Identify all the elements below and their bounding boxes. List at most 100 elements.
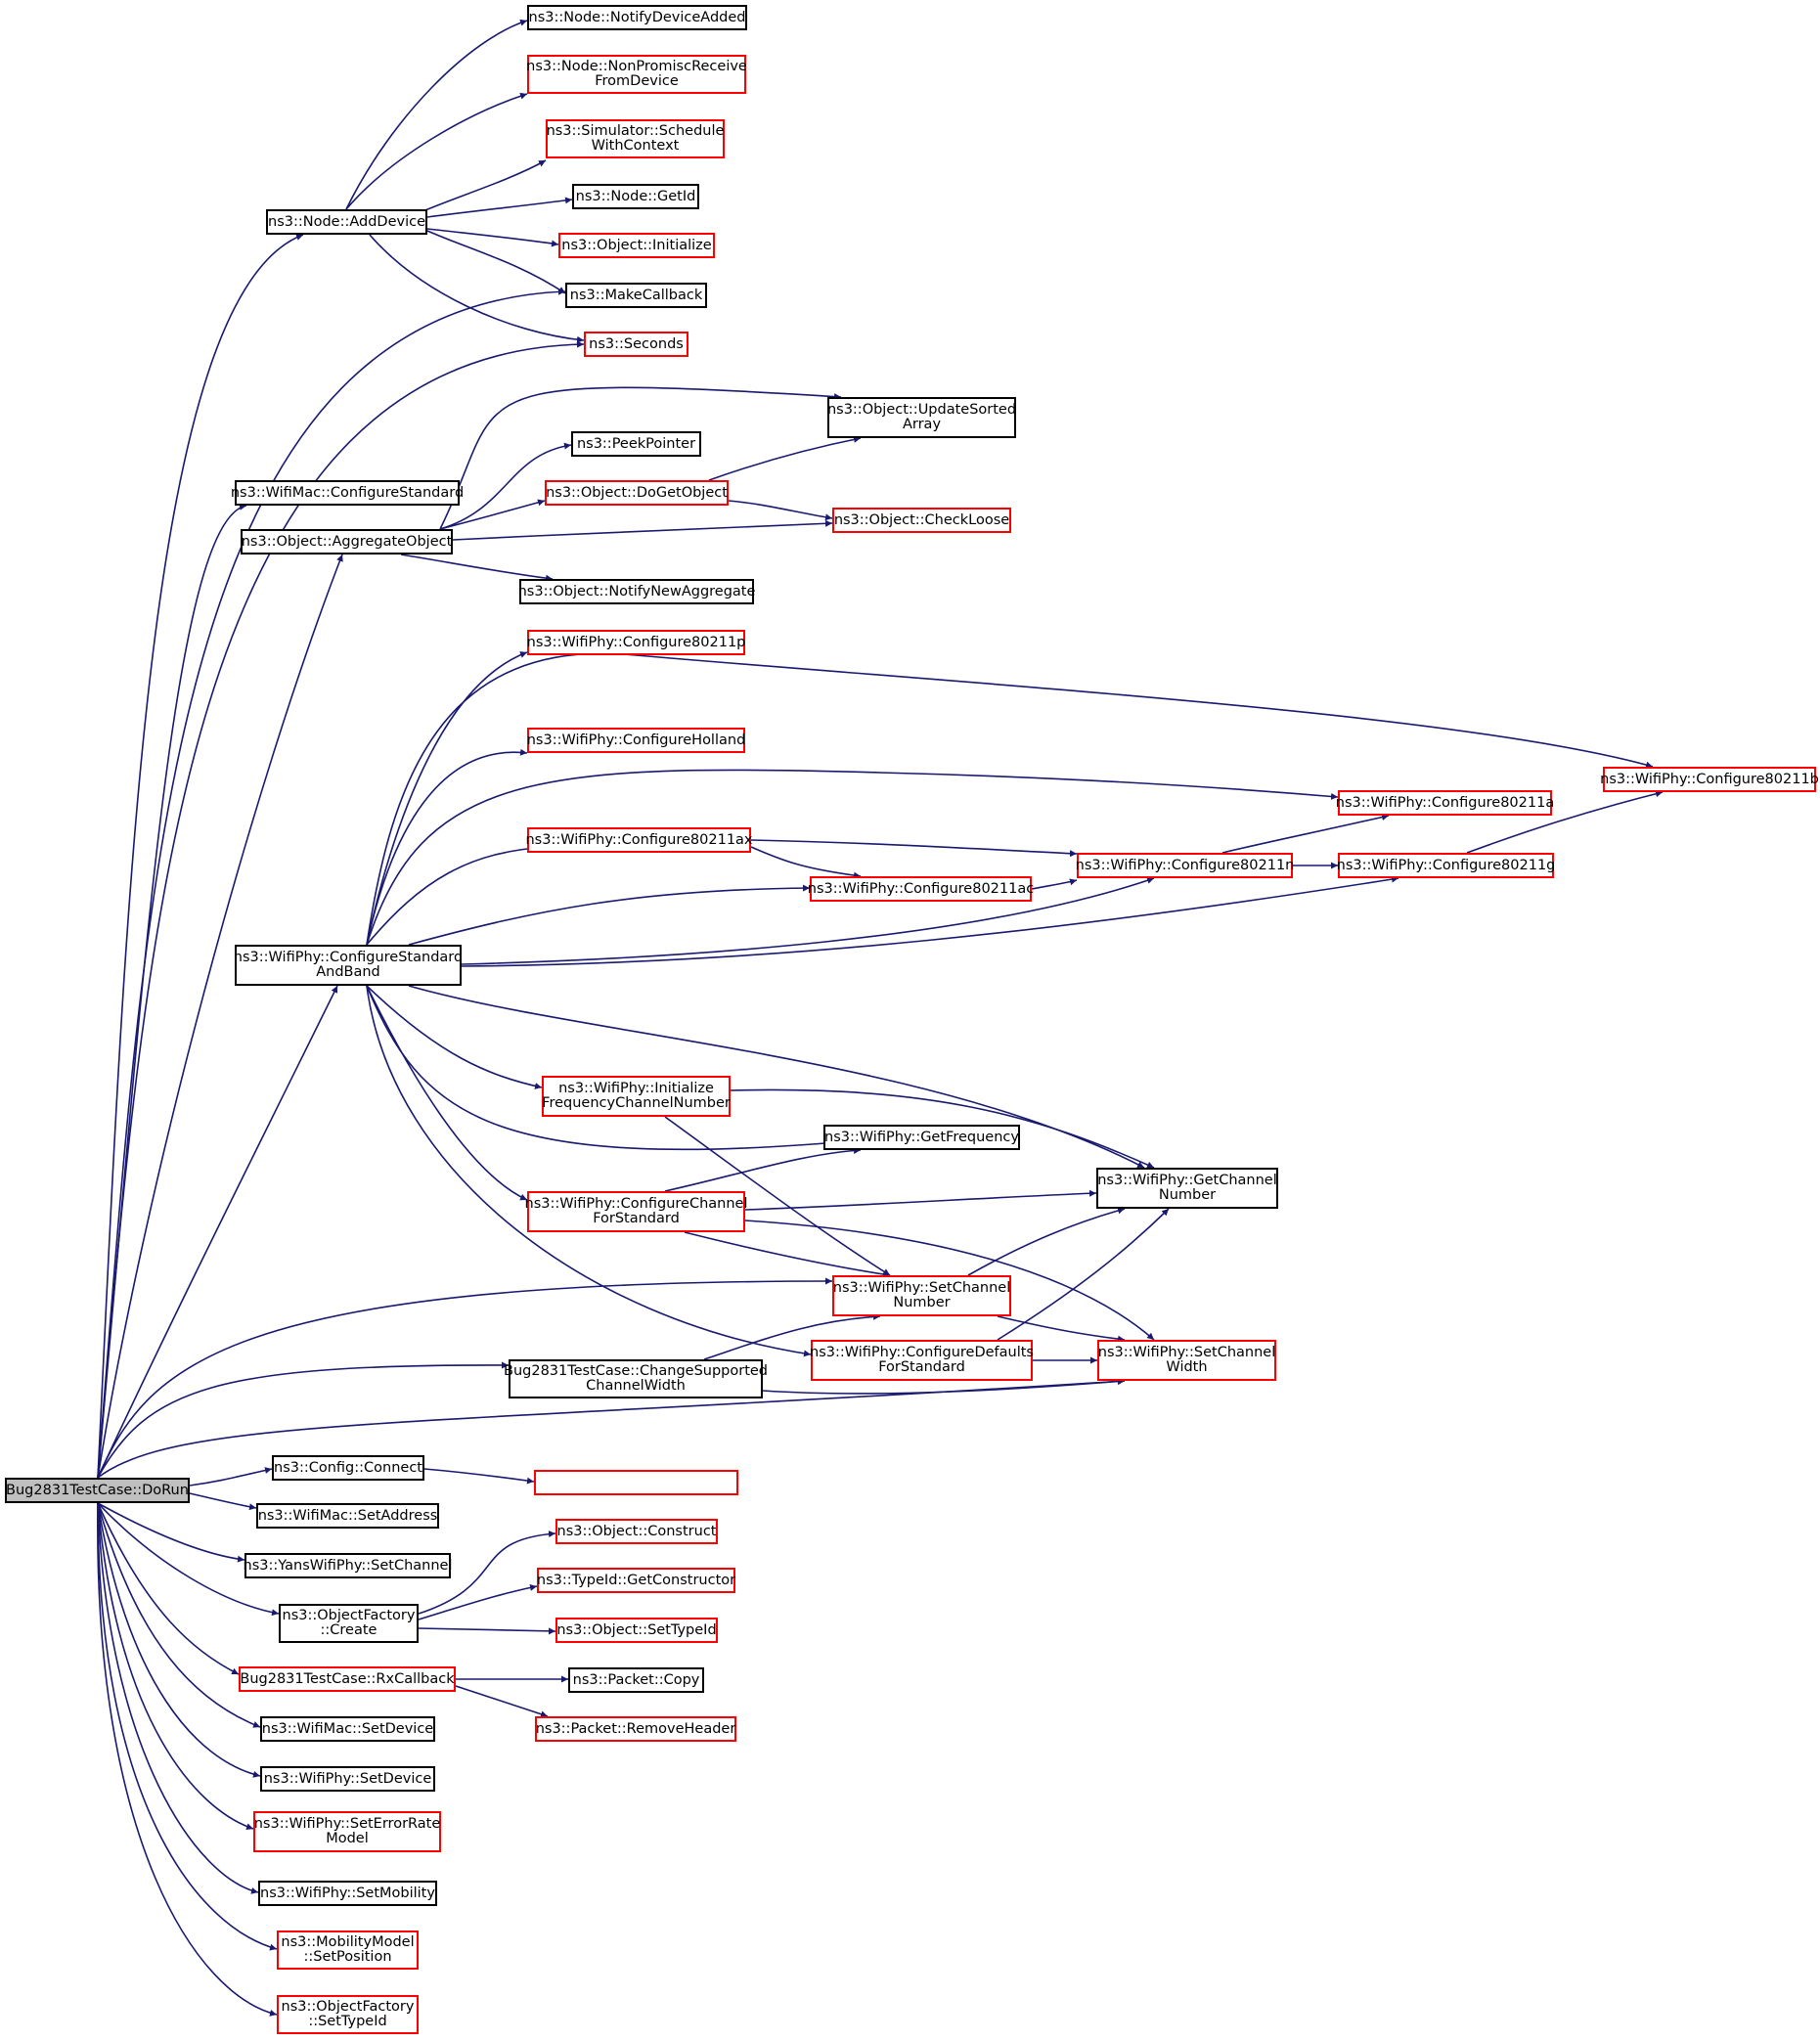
node-wifimac-set-address[interactable]: ns3::WifiMac::SetAddress: [256, 1503, 439, 1529]
call-edge: [97, 234, 304, 1479]
node-wifiphy-set-device[interactable]: ns3::WifiPhy::SetDevice: [260, 1766, 435, 1792]
call-edge: [366, 843, 552, 946]
call-edge: [366, 985, 528, 1201]
node-object-notify-new-aggregate[interactable]: ns3::Object::NotifyNewAggregate: [518, 579, 755, 604]
call-edge: [97, 1377, 1126, 1479]
node-wifimac-set-device[interactable]: ns3::WifiMac::SetDevice: [260, 1716, 435, 1742]
node-wifiphy-get-frequency[interactable]: ns3::WifiPhy::GetFrequency: [823, 1125, 1020, 1150]
node-object-do-get-object[interactable]: ns3::Object::DoGetObject: [545, 480, 729, 506]
node-wifiphy-configure-holland[interactable]: ns3::WifiPhy::ConfigureHolland: [527, 728, 745, 753]
call-edge: [423, 1468, 535, 1485]
call-edge: [97, 985, 338, 1479]
node-bug2831-rx-callback[interactable]: Bug2831TestCase::RxCallback: [239, 1666, 456, 1692]
node-yans-wifiphy-set-channel[interactable]: ns3::YansWifiPhy::SetChannel: [244, 1553, 453, 1578]
call-edge: [97, 1502, 261, 1728]
node-wifimac-configure-standard[interactable]: ns3::WifiMac::ConfigureStandard: [231, 480, 464, 506]
node-packet-copy[interactable]: ns3::Packet::Copy: [568, 1667, 704, 1693]
call-edge: [400, 554, 554, 582]
call-edge: [744, 1220, 1155, 1341]
call-edge: [762, 1378, 1126, 1395]
call-edge: [426, 228, 559, 247]
call-edge: [684, 1231, 891, 1278]
call-edge: [418, 1531, 556, 1615]
call-edge: [728, 500, 833, 521]
call-edge: [997, 1208, 1170, 1341]
call-edge: [461, 875, 1399, 967]
call-edge: [97, 1277, 833, 1479]
call-edge: [366, 985, 543, 1089]
node-bug2831-dorun[interactable]: Bug2831TestCase::DoRun: [5, 1478, 190, 1503]
call-edge: [439, 386, 842, 530]
node-object-factory-create[interactable]: ns3::ObjectFactory::Create: [279, 1604, 419, 1643]
node-wifiphy-configure-80211ac[interactable]: ns3::WifiPhy::Configure80211ac: [808, 876, 1034, 902]
call-edge: [366, 769, 1339, 946]
call-edge: [426, 197, 573, 218]
call-edge: [418, 1583, 538, 1620]
call-edge: [452, 519, 833, 541]
node-wifiphy-configure-80211a[interactable]: ns3::WifiPhy::Configure80211a: [1336, 790, 1554, 816]
call-edge: [420, 159, 547, 213]
call-edge: [708, 435, 862, 481]
call-edge: [664, 1146, 862, 1192]
call-edge: [744, 1189, 1097, 1211]
node-typeid-get-constructor[interactable]: ns3::TypeId::GetConstructor: [537, 1568, 735, 1593]
call-edge: [97, 1502, 280, 1617]
node-object-construct[interactable]: ns3::Object::Construct: [555, 1519, 718, 1544]
node-node-add-device[interactable]: ns3::Node::AddDevice: [266, 209, 427, 235]
node-node-get-id[interactable]: ns3::Node::GetId: [572, 184, 699, 209]
node-wifiphy-configure-80211g[interactable]: ns3::WifiPhy::Configure80211g: [1337, 853, 1555, 878]
node-config-connect[interactable]: ns3::Config::Connect: [272, 1455, 424, 1481]
call-edge: [189, 1492, 257, 1511]
node-object-factory-set-type-id[interactable]: ns3::ObjectFactory::SetTypeId: [277, 1995, 419, 2034]
node-wifiphy-configure-80211ax[interactable]: ns3::WifiPhy::Configure80211ax: [525, 827, 753, 853]
node-object-initialize[interactable]: ns3::Object::Initialize: [558, 233, 715, 258]
call-edge: [997, 1315, 1126, 1343]
call-edge: [366, 985, 812, 1357]
node-wifiphy-configure-80211p[interactable]: ns3::WifiPhy::Configure80211p: [527, 630, 745, 655]
node-object-check-loose[interactable]: ns3::Object::CheckLoose: [832, 508, 1011, 533]
call-edge: [366, 652, 1654, 946]
node-wifiphy-set-mobility[interactable]: ns3::WifiPhy::SetMobility: [258, 1881, 437, 1906]
call-edge: [366, 748, 528, 946]
call-edge: [345, 92, 528, 210]
node-object-aggregate-object[interactable]: ns3::Object::AggregateObject: [241, 529, 453, 555]
node-wifiphy-configure-80211b[interactable]: ns3::WifiPhy::Configure80211b: [1600, 767, 1819, 792]
node-node-notify-device-added[interactable]: ns3::Node::NotifyDeviceAdded: [527, 5, 747, 30]
node-seconds[interactable]: ns3::Seconds: [584, 332, 688, 357]
call-edge: [366, 651, 528, 946]
node-wifiphy-configure-80211n[interactable]: ns3::WifiPhy::Configure80211n: [1076, 853, 1294, 878]
call-edge: [1221, 814, 1390, 854]
call-edge: [97, 1502, 254, 1831]
node-config-connect-fail-safe[interactable]: [534, 1470, 738, 1495]
node-packet-remove-header[interactable]: ns3::Packet::RemoveHeader: [535, 1716, 736, 1742]
call-edge: [664, 1116, 891, 1276]
call-edge: [439, 442, 572, 530]
call-edge: [97, 554, 343, 1479]
node-mobility-model-set-position[interactable]: ns3::MobilityModel::SetPosition: [277, 1930, 419, 1970]
call-edge: [967, 1207, 1126, 1276]
call-edge: [97, 288, 566, 1479]
call-edge: [97, 1502, 278, 2017]
call-edge: [345, 19, 528, 210]
call-edge: [97, 1502, 240, 1675]
call-edge: [750, 846, 862, 879]
call-edge: [1031, 878, 1078, 890]
call-edge: [366, 985, 862, 1151]
node-object-set-type-id[interactable]: ns3::Object::SetTypeId: [555, 1618, 718, 1643]
node-peek-pointer[interactable]: ns3::PeekPointer: [571, 431, 701, 457]
node-make-callback[interactable]: ns3::MakeCallback: [565, 283, 707, 308]
